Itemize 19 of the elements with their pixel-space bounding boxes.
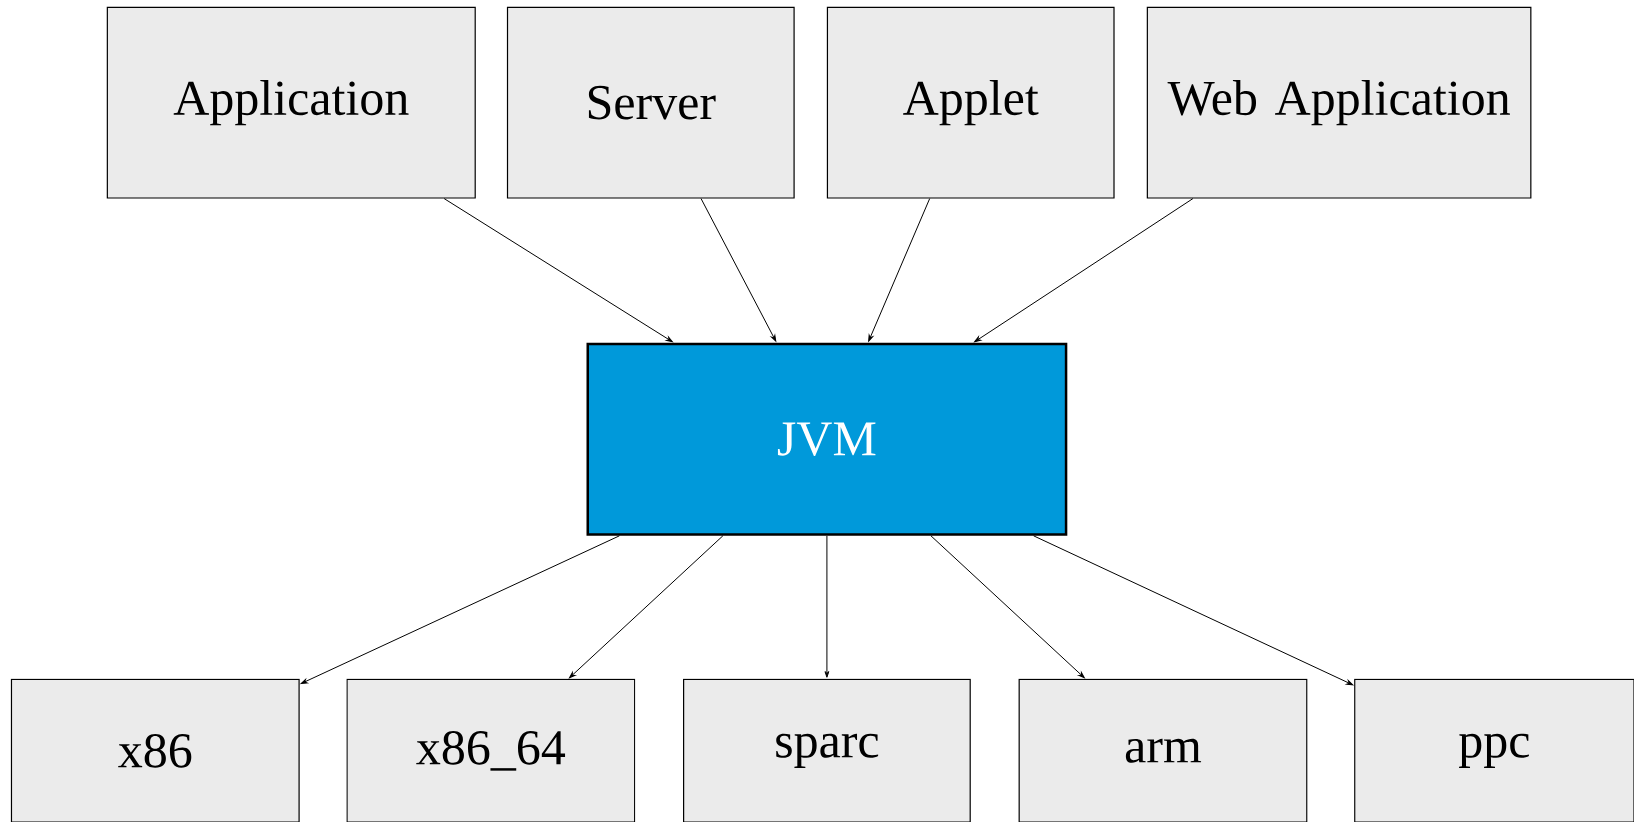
arrow (930, 535, 1085, 679)
process-box: Server (506, 6, 795, 199)
arrow (443, 198, 673, 343)
process-box: x86_64 (346, 678, 636, 822)
process-box: ppc (1354, 678, 1634, 822)
arrow (824, 535, 830, 678)
arrow (868, 198, 931, 342)
process-box: JVM (586, 342, 1068, 536)
arrow (700, 198, 777, 342)
process-box: x86 (10, 678, 300, 822)
arrow (1033, 535, 1354, 686)
process-box: sparc (683, 678, 971, 822)
process-box: arm (1018, 678, 1308, 822)
process-box: Application (106, 6, 476, 199)
arrow (974, 198, 1194, 343)
arrow (300, 535, 620, 685)
arrow (569, 535, 724, 679)
process-box: Applet (826, 6, 1115, 199)
process-box: Web Application (1146, 6, 1532, 199)
